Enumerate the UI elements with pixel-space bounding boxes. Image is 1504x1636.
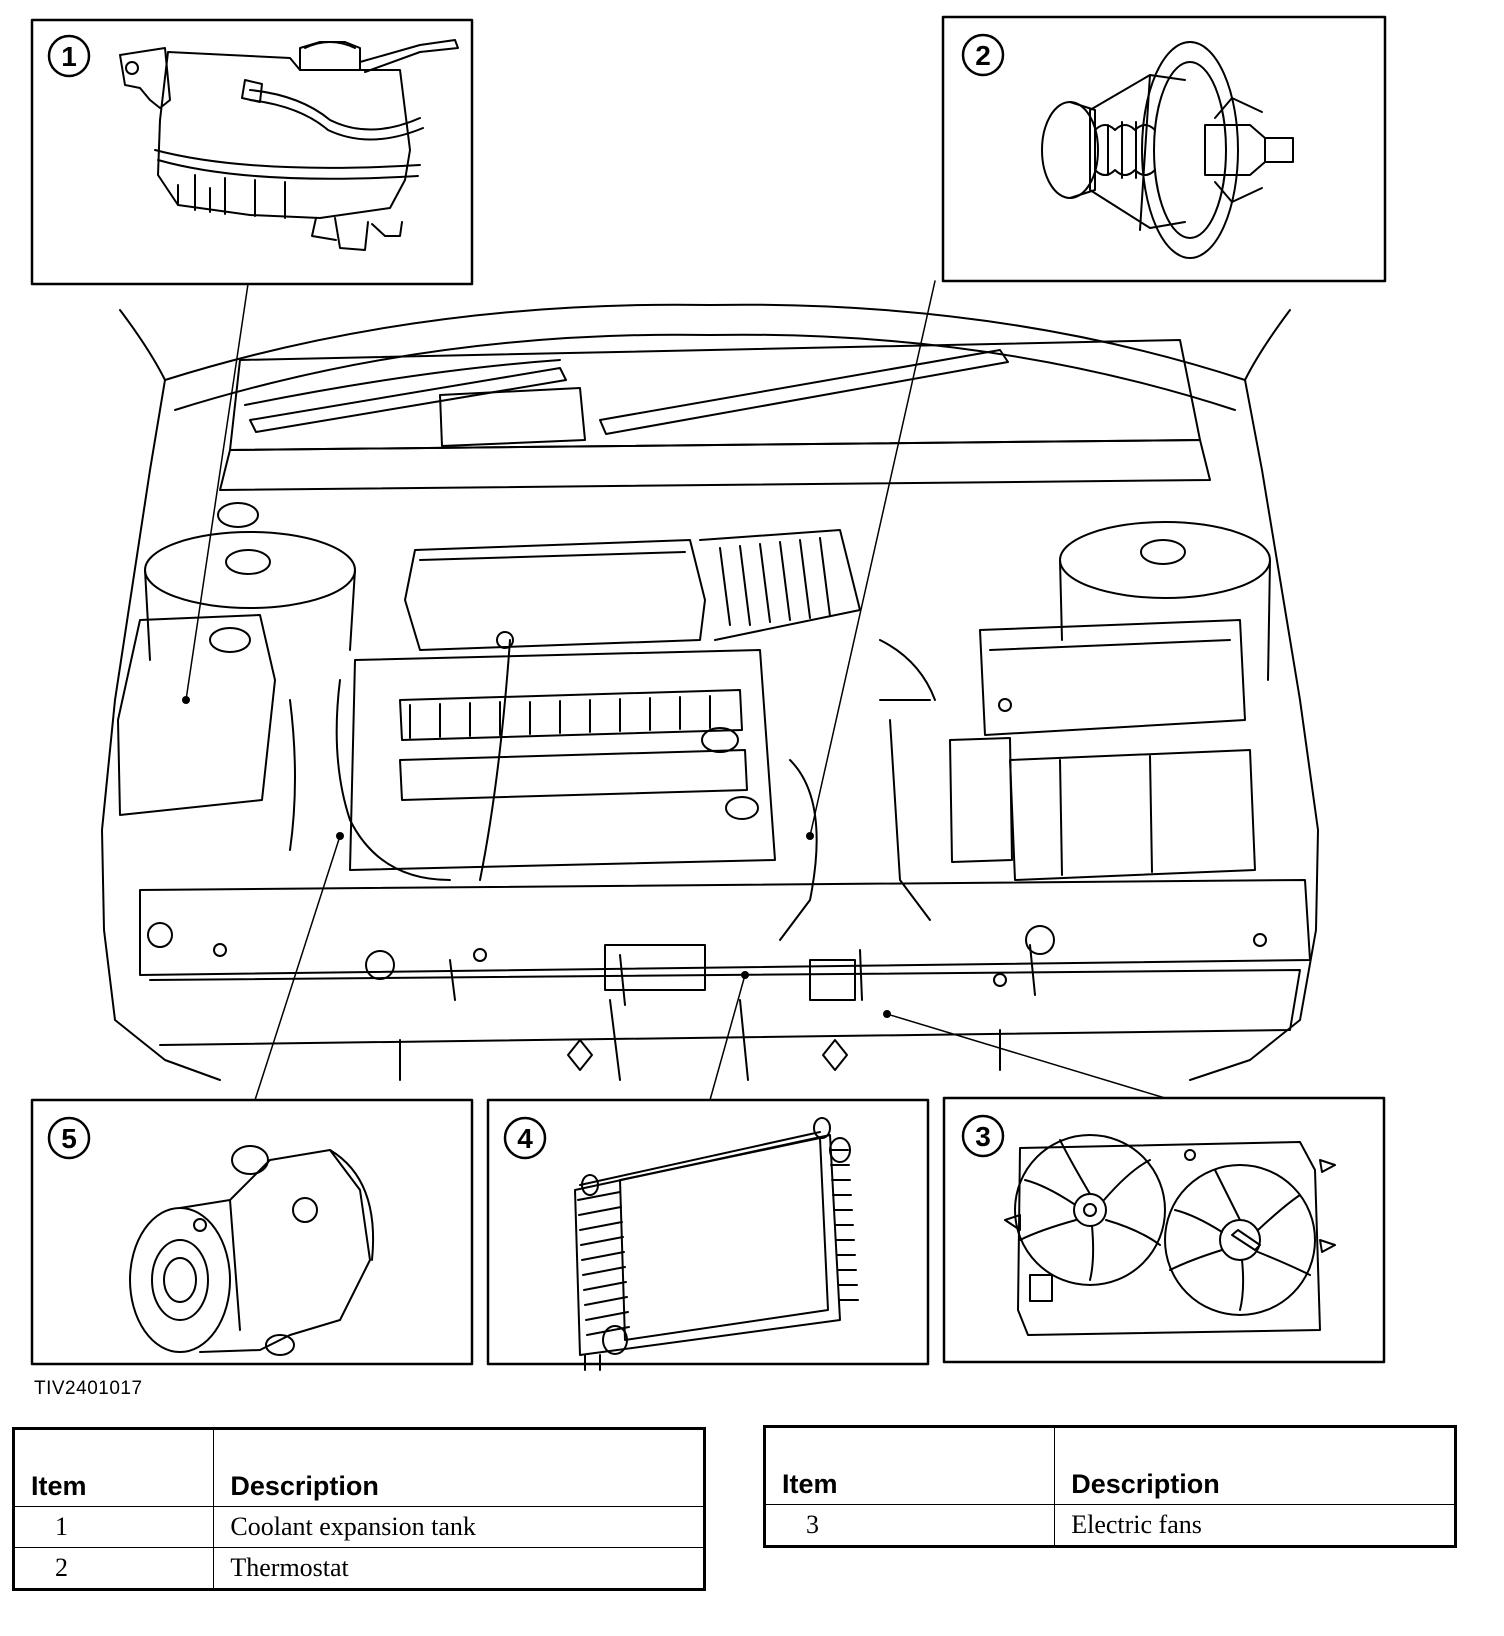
radiator-illustration xyxy=(574,1117,859,1371)
callout-5-label: 5 xyxy=(61,1123,77,1154)
item-number: 2 xyxy=(12,1547,215,1590)
item-description: Thermostat xyxy=(213,1547,705,1590)
legend-header-row: Item Description xyxy=(12,1428,705,1507)
legend-header-row: Item Description xyxy=(763,1426,1456,1505)
detail-box-electric-fans: 3 xyxy=(942,1096,1386,1364)
item-description: Electric fans xyxy=(1054,1504,1456,1547)
column-header-description: Description xyxy=(1054,1426,1456,1505)
legend-table-left: Item Description 1 Coolant expansion tan… xyxy=(12,1427,706,1591)
callout-4-badge: 4 xyxy=(503,1116,547,1160)
water-pump-illustration xyxy=(129,1145,375,1356)
figure-id: TIV2401017 xyxy=(34,1378,143,1399)
callout-2-badge: 2 xyxy=(961,33,1005,77)
electric-fans-illustration xyxy=(1004,1134,1336,1336)
item-number: 1 xyxy=(12,1506,215,1548)
table-row: 1 Coolant expansion tank xyxy=(12,1506,705,1548)
table-row: 2 Thermostat xyxy=(12,1547,705,1590)
column-header-item: Item xyxy=(763,1426,1056,1505)
callout-1-badge: 1 xyxy=(47,34,91,78)
detail-box-water-pump: 5 xyxy=(30,1098,474,1366)
detail-box-thermostat: 2 xyxy=(941,15,1387,283)
leader-lines xyxy=(185,280,1166,1101)
item-number: 3 xyxy=(763,1504,1056,1547)
callout-3-badge: 3 xyxy=(961,1114,1005,1158)
callout-2-label: 2 xyxy=(975,40,991,71)
column-header-item: Item xyxy=(12,1428,215,1507)
table-row: 3 Electric fans xyxy=(763,1504,1456,1547)
column-header-description: Description xyxy=(213,1428,705,1507)
thermostat-illustration xyxy=(1041,41,1294,259)
leader-dots xyxy=(182,696,891,1018)
legend-table-right: Item Description 3 Electric fans xyxy=(763,1425,1457,1548)
coolant-tank-illustration xyxy=(119,39,459,251)
engine-bay-diagram: 1 2 xyxy=(30,15,1387,1371)
callout-3-label: 3 xyxy=(975,1121,991,1152)
detail-box-radiator: 4 xyxy=(486,1098,930,1371)
detail-box-coolant-tank: 1 xyxy=(30,18,474,286)
item-description: Coolant expansion tank xyxy=(213,1506,705,1548)
callout-1-label: 1 xyxy=(61,41,77,72)
callout-5-badge: 5 xyxy=(47,1116,91,1160)
engine-bay-illustration xyxy=(101,303,1319,1081)
callout-4-label: 4 xyxy=(517,1123,533,1154)
